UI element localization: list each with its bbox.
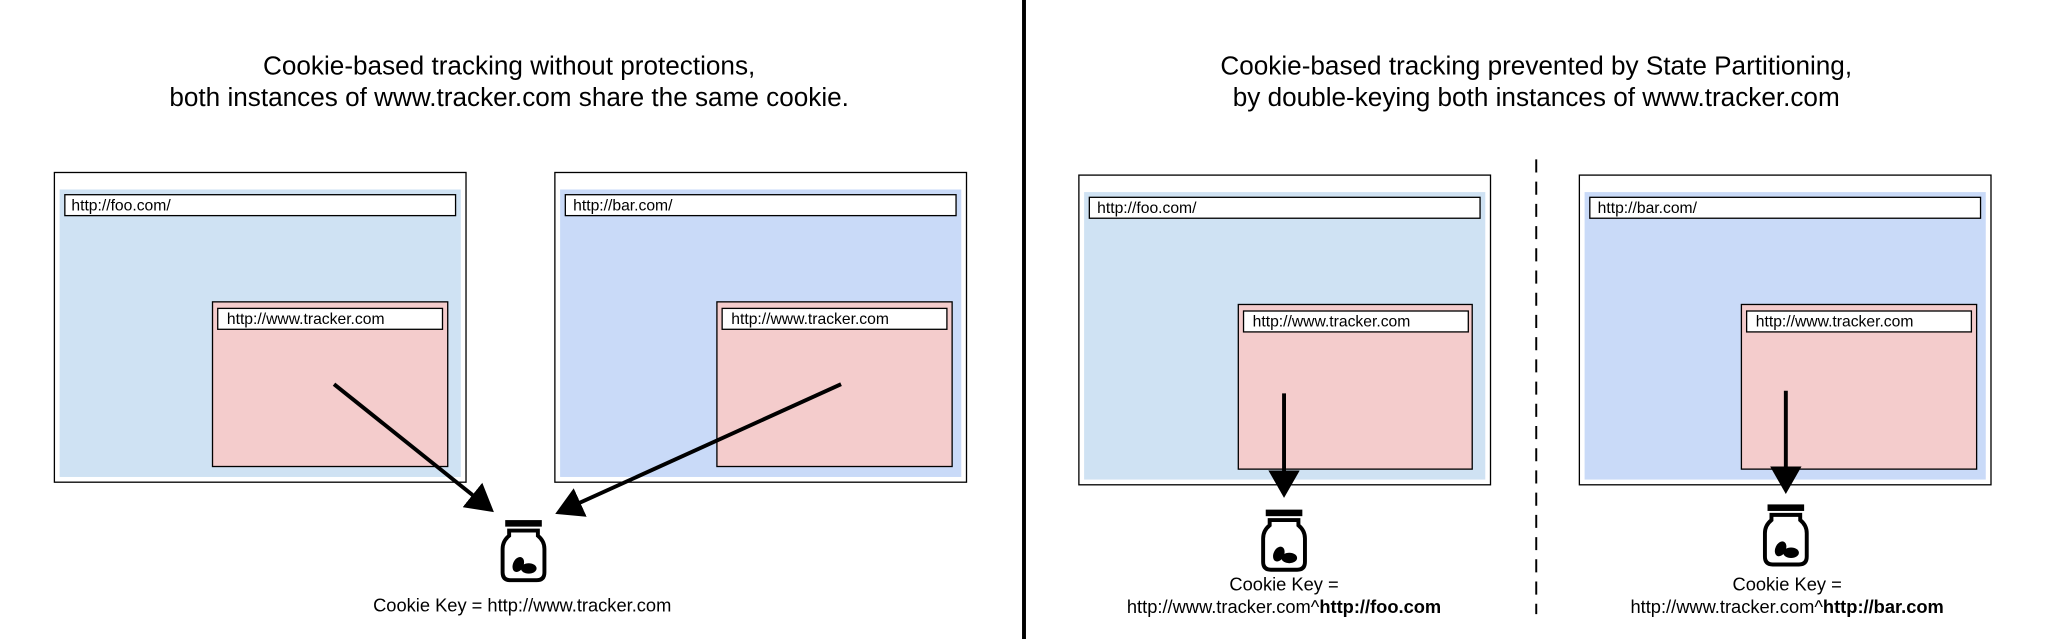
tracker-iframe: http://www.tracker.com: [1740, 303, 1978, 470]
url-text: http://foo.com/: [71, 197, 171, 214]
arrow-foo-to-jar: [332, 382, 494, 513]
iframe-url-text: http://www.tracker.com: [731, 311, 889, 328]
right-panel: Cookie-based tracking prevented by State…: [1078, 50, 1992, 617]
iframe-url-text: http://www.tracker.com: [1756, 314, 1914, 331]
browser-bar: http://bar.com/ http://www.tracker.com: [554, 171, 968, 483]
cookie-jar-icon: [500, 518, 547, 583]
cookie-key-bar: http://www.tracker.com^http://bar.com: [1630, 596, 1943, 617]
cookie-key-label: Cookie Key =: [1229, 574, 1338, 595]
url-text: http://foo.com/: [1097, 200, 1197, 217]
cookie-jar-foo-icon: [1261, 507, 1307, 572]
url-bar: [564, 194, 957, 217]
tracker-iframe: http://www.tracker.com: [1237, 303, 1473, 470]
left-title-line1: Cookie-based tracking without protection…: [263, 50, 755, 80]
url-bar: [64, 194, 457, 217]
cookie-key-label: Cookie Key = http://www.tracker.com: [373, 595, 671, 616]
right-title-line2: by double-keying both instances of www.t…: [1233, 82, 1840, 112]
url-text: http://bar.com/: [1598, 200, 1698, 217]
url-bar: [1088, 196, 1481, 219]
cookie-key-foo: http://www.tracker.com^http://foo.com: [1127, 596, 1441, 617]
arrow-bar-to-jar: [555, 382, 842, 517]
tracker-iframe: http://www.tracker.com: [716, 301, 953, 468]
cookie-key-label: Cookie Key =: [1733, 574, 1842, 595]
right-title-line1: Cookie-based tracking prevented by State…: [1220, 50, 1852, 80]
url-text: http://bar.com/: [573, 197, 673, 214]
iframe-url-text: http://www.tracker.com: [1253, 314, 1411, 331]
url-bar: [1589, 196, 1982, 219]
left-panel: Cookie-based tracking without protection…: [53, 50, 968, 616]
tracker-iframe: http://www.tracker.com: [211, 301, 449, 468]
cookie-jar-bar-icon: [1762, 502, 1809, 567]
left-title-line2: both instances of www.tracker.com share …: [169, 82, 849, 112]
browser-foo: http://foo.com/ http://www.tracker.com: [53, 171, 467, 483]
iframe-url-text: http://www.tracker.com: [227, 311, 385, 328]
